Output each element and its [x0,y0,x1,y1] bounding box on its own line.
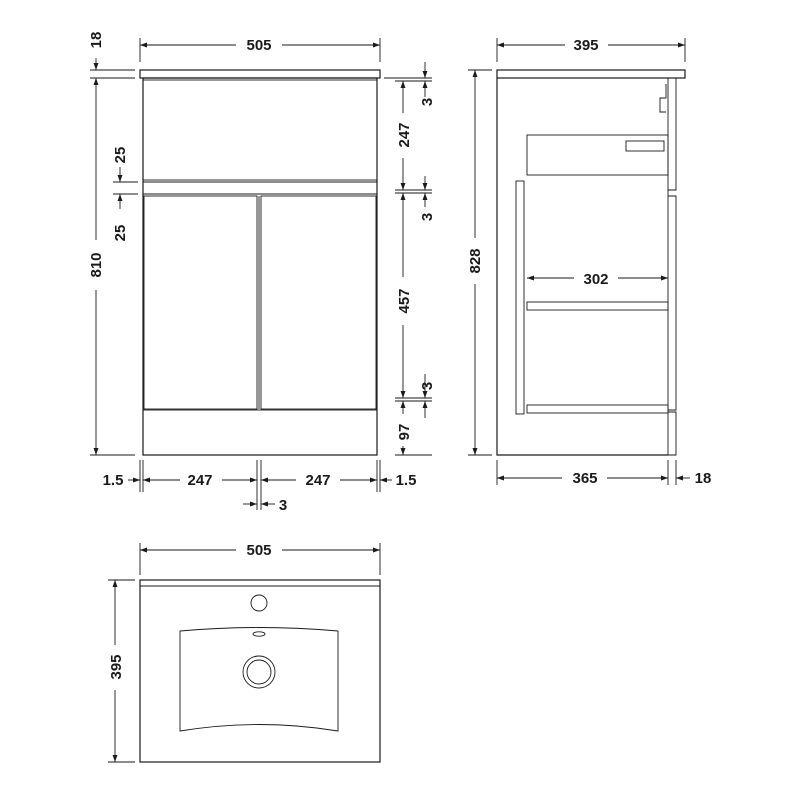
side-plinth-front [668,411,677,456]
side-drawer-front [668,77,677,191]
side-door-front [668,195,677,411]
dim-text-front-gap-top: 3 [419,98,436,106]
dim-front-top-width: 505 [139,37,381,62]
dim-top-width: 505 [139,542,381,575]
side-cabinet-body [496,78,668,456]
dim-front-rail-gaps: 25 25 [112,147,138,242]
front-plinth [142,409,378,456]
dim-text-top-width: 505 [246,542,271,559]
dim-text-side-top-depth: 395 [573,37,598,54]
side-back-panel [515,180,525,415]
overflow-slot [252,631,266,637]
dim-front-right-chain: 3 247 3 457 3 97 [384,62,436,456]
dim-text-front-right-edge: 1.5 [396,472,417,489]
side-base-panel [526,404,669,414]
front-view [139,69,381,456]
side-view [496,69,686,456]
basin-bowl [179,627,339,732]
front-right-door [260,195,377,410]
dim-text-front-gap-mid: 3 [419,213,436,221]
dim-text-front-gap-bottom: 3 [419,382,436,390]
dim-text-front-left-edge: 1.5 [103,472,124,489]
dim-text-side-total-height: 828 [467,248,484,273]
dim-front-total-height: 810 [88,78,135,456]
dim-text-front-worktop-thickness: 18 [88,32,105,49]
dim-text-side-inner-depth: 302 [583,271,608,288]
dim-side-bottom-chain: 365 18 [496,460,712,487]
dim-front-worktop-thickness: 18 [88,32,135,79]
dim-text-front-door-height: 457 [396,288,413,313]
dim-front-bottom-chain: 1.5 247 247 1.5 3 [103,460,417,514]
dim-text-front-right-door-width: 247 [305,472,330,489]
dim-text-side-body-depth: 365 [572,470,597,487]
tap-hole [250,594,268,612]
top-basin-outline [139,579,381,763]
side-drawer-box [526,134,669,176]
front-worktop [139,69,381,79]
front-drawer-panel [142,79,378,181]
side-drawer-handle-slot [625,140,665,152]
front-left-door [143,195,258,410]
dim-side-inner-depth: 302 [527,271,668,288]
side-basin-detail [659,84,667,113]
front-cabinet-body [142,77,378,456]
dim-top-depth: 395 [108,579,135,763]
side-worktop [496,69,686,79]
dim-side-top-depth: 395 [496,37,686,62]
dim-text-front-plinth-height: 97 [396,424,413,441]
dim-text-front-top-width: 505 [246,37,271,54]
dim-text-front-left-door-width: 247 [187,472,212,489]
dim-text-side-door-thickness: 18 [695,470,712,487]
dim-text-front-total-height: 810 [88,252,105,277]
dim-text-front-drawer-height: 247 [396,122,413,147]
dim-side-total-height: 828 [467,69,492,456]
dim-text-top-depth: 395 [108,654,125,679]
top-view [139,579,381,763]
waste-outer [242,655,276,689]
dim-text-front-door-gap: 3 [279,497,287,514]
waste-inner [246,659,272,685]
dim-text-front-gap-lower: 25 [112,225,129,242]
side-shelf [526,301,669,311]
dim-text-front-gap-upper: 25 [112,147,129,164]
